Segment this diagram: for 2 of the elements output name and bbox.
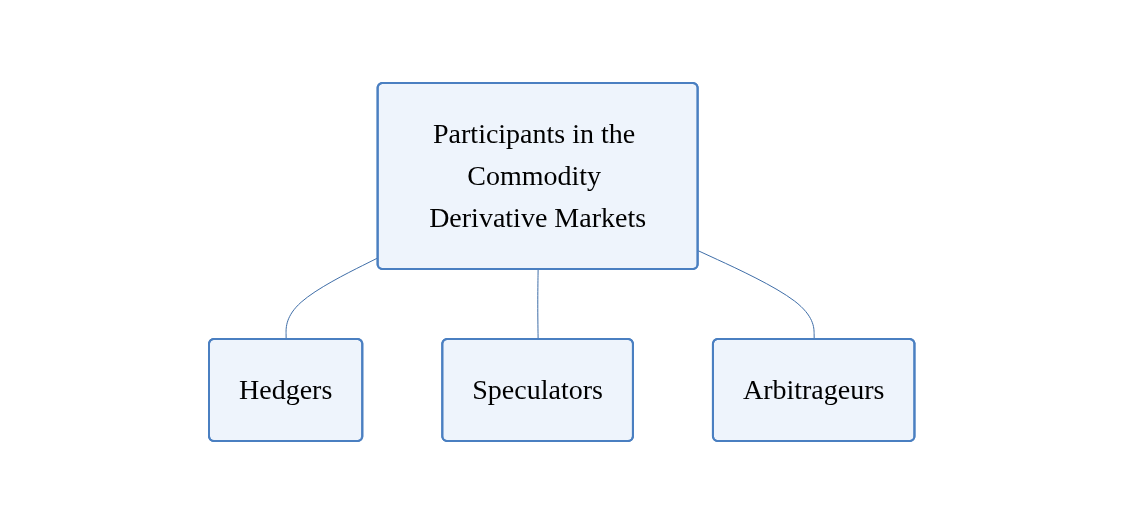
connector	[537, 269, 539, 340]
connector	[697, 250, 815, 340]
